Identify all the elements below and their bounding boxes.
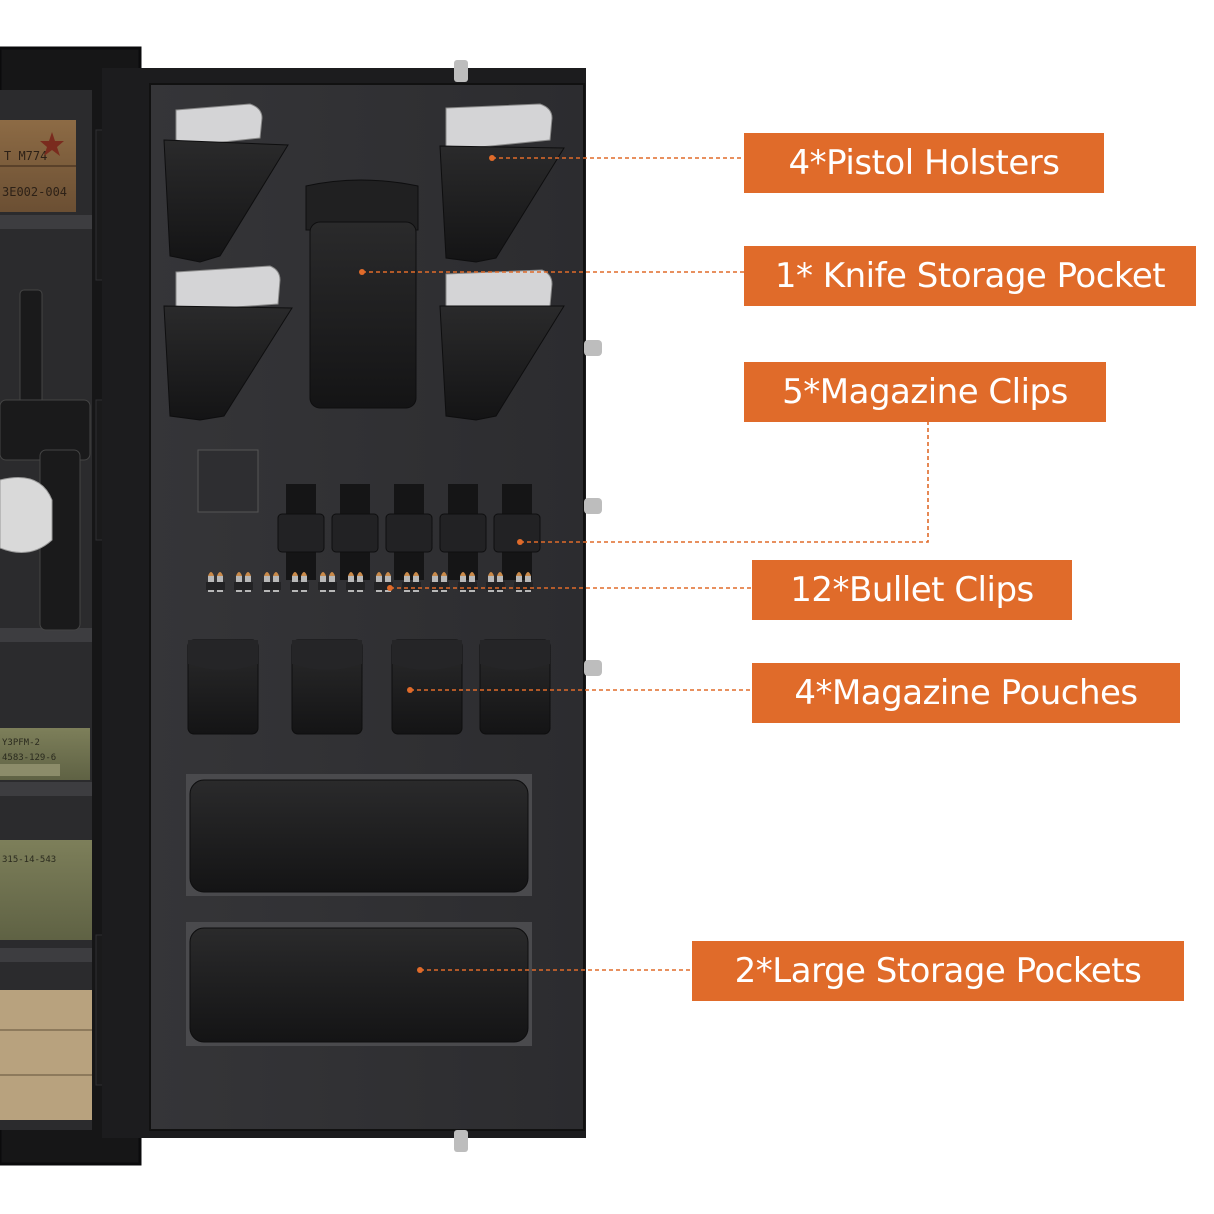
large-pocket-2 [186,922,532,1046]
callout-knife-storage-pocket: 1* Knife Storage Pocket [744,246,1196,306]
pistol-holster-2 [439,103,565,263]
large-storage-pockets [186,774,532,1046]
bullet-clip-11 [486,572,505,592]
bullet-clip-2 [234,572,253,592]
bullet-clip-10 [458,572,477,592]
crate-marking-2: 3E002-004 [2,185,67,199]
bullet-clip-7 [374,572,393,592]
crate-marking-3: Y3PFM-2 [2,738,40,748]
bullet-clips [206,572,533,592]
magazine-clips [277,484,541,580]
crate-marking-1: T M774 [4,149,47,163]
pistol-holster-group [163,103,565,421]
magazine-pouch-3 [391,639,463,735]
magazine-clip-4 [439,484,487,580]
magazine-clip-3 [385,484,433,580]
bullet-clip-6 [346,572,365,592]
bullet-clip-5 [318,572,337,592]
magazine-pouches [187,639,551,735]
pistol-holster-1 [163,103,289,263]
callout-bullet-clips: 12*Bullet Clips [752,560,1072,620]
magazine-pouch-1 [187,639,259,735]
pistol-holster-4 [439,269,565,421]
callout-large-storage-pockets: 2*Large Storage Pockets [692,941,1184,1001]
bullet-clip-9 [430,572,449,592]
ammo-crate-top: T M774 3E002-004 [0,120,76,212]
leader-lines [359,155,929,973]
door-plate [197,449,259,513]
callout-magazine-pouches: 4*Magazine Pouches [752,663,1180,723]
magazine-pouch-2 [291,639,363,735]
rifle-silhouette [0,289,91,631]
magazine-pouch-4 [479,639,551,735]
crate-marking-4: 4583-129-6 [2,753,56,763]
pistol-holster-3 [163,265,293,421]
bullet-clip-3 [262,572,281,592]
callout-magazine-clips: 5*Magazine Clips [744,362,1106,422]
callout-pistol-holsters: 4*Pistol Holsters [744,133,1104,193]
bullet-clip-12 [514,572,533,592]
bullet-clip-8 [402,572,421,592]
knife-storage-pocket [305,179,419,409]
crate-marking-5: 315-14-543 [2,855,56,865]
magazine-clip-2 [331,484,379,580]
bullet-clip-1 [206,572,225,592]
magazine-clip-1 [277,484,325,580]
magazine-clip-5 [493,484,541,580]
bullet-clip-4 [290,572,309,592]
ammo-crate-middle: Y3PFM-2 4583-129-6 [0,728,90,780]
ammo-crate-lower: 315-14-543 [0,840,92,1120]
large-pocket-1 [186,774,532,896]
